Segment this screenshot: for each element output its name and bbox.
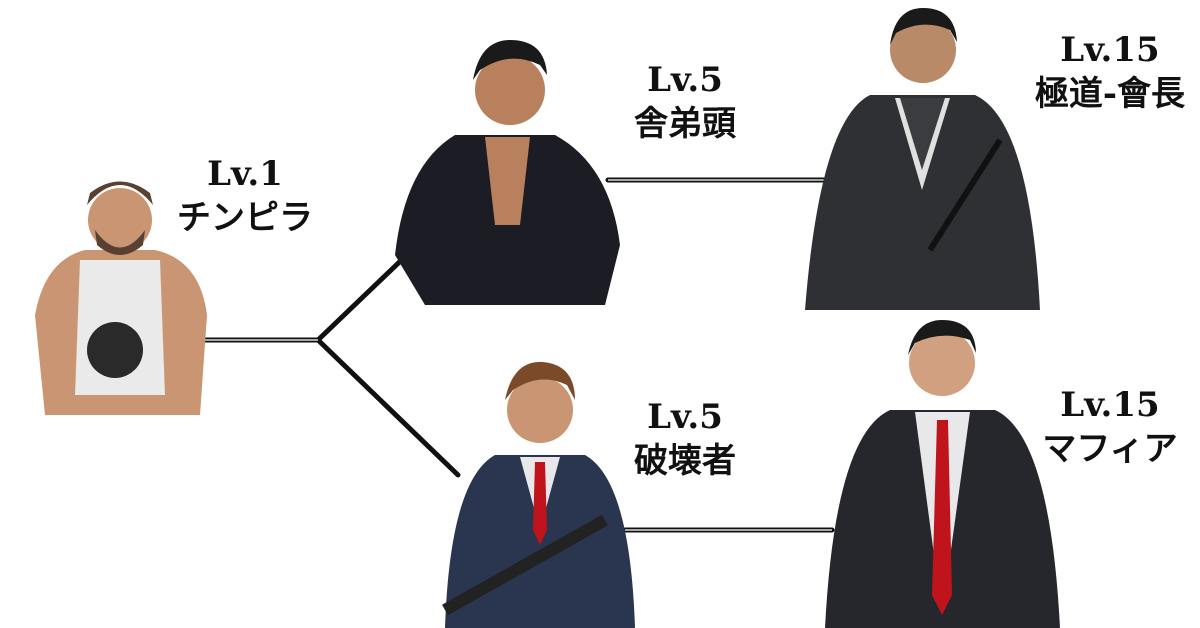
shateigashira-character-image [395,40,620,305]
class-title: 舎弟頭 [634,104,736,144]
level-text: Lv.5 [647,60,723,100]
level-text: Lv.15 [1060,385,1160,425]
gokudo-kaicho-character-image [805,8,1040,310]
level-text: Lv.15 [1060,30,1160,70]
connector-upper-branch [315,247,415,343]
class-title: マフィア [1042,429,1178,469]
node-label-gokudo-kaicho: Lv.15 極道-會長 [1020,28,1200,116]
hakaisha-character-image [442,361,635,628]
class-title: チンピラ [177,198,313,238]
node-label-shateigashira: Lv.5 舎弟頭 [600,58,770,146]
level-text: Lv.1 [207,154,283,194]
class-title: 破壊者 [634,441,736,481]
node-label-hakaisha: Lv.5 破壊者 [600,395,770,483]
level-text: Lv.5 [647,397,723,437]
class-title: 極道-會長 [1034,74,1186,114]
node-label-chinpira: Lv.1 チンピラ [160,152,330,240]
connector-lower-branch [315,337,461,478]
node-label-mafia: Lv.15 マフィア [1020,383,1200,471]
chinpira-character-image [35,181,207,415]
mafia-character-image [825,320,1060,628]
